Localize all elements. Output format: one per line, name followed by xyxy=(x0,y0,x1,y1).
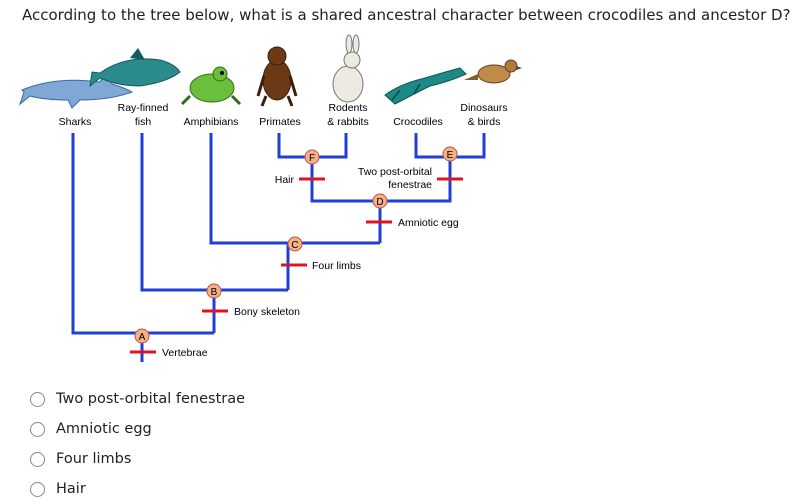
node-e: E xyxy=(442,146,458,162)
crocodile-icon xyxy=(384,67,467,105)
taxon-ray-finned-line1: Ray-finned xyxy=(118,102,169,114)
radio-button[interactable] xyxy=(30,451,45,467)
node-b-label: B xyxy=(211,287,218,298)
taxon-dinosaurs-line1: Dinosaurs xyxy=(460,102,507,114)
node-c: C xyxy=(287,236,303,252)
option-hair[interactable]: Hair xyxy=(30,474,245,504)
radio-button[interactable] xyxy=(30,421,45,437)
taxon-dinosaurs-line2: & birds xyxy=(468,116,501,128)
node-d: D xyxy=(372,193,388,209)
node-a: A xyxy=(134,328,150,344)
option-label: Hair xyxy=(56,481,86,497)
node-d-label: D xyxy=(376,197,383,208)
node-e-label: E xyxy=(447,150,454,161)
node-f: F xyxy=(304,149,320,165)
bird-icon xyxy=(464,59,522,84)
option-amniotic-egg[interactable]: Amniotic egg xyxy=(30,414,245,444)
option-label: Four limbs xyxy=(56,451,132,467)
char-amniotic-egg: Amniotic egg xyxy=(398,217,459,229)
char-four-limbs: Four limbs xyxy=(312,260,361,272)
taxon-rodents-line2: & rabbits xyxy=(327,116,368,128)
option-label: Two post-orbital fenestrae xyxy=(56,391,246,407)
node-f-label: F xyxy=(309,153,315,164)
taxon-crocodiles: Crocodiles xyxy=(393,116,443,128)
taxon-amphibians: Amphibians xyxy=(184,116,239,128)
taxon-primates: Primates xyxy=(259,116,300,128)
radio-button[interactable] xyxy=(30,481,45,497)
node-b: B xyxy=(206,283,222,299)
frog-icon xyxy=(180,66,242,106)
taxon-ray-finned-line2: fish xyxy=(135,116,152,128)
rabbit-icon xyxy=(332,34,364,103)
node-a-label: A xyxy=(139,332,146,343)
char-vertebrae: Vertebrae xyxy=(162,347,208,359)
option-four-limbs[interactable]: Four limbs xyxy=(30,444,245,474)
node-c-label: C xyxy=(291,240,298,251)
question-text: According to the tree below, what is a s… xyxy=(22,6,791,24)
taxon-rodents-line1: Rodents xyxy=(328,102,367,114)
monkey-icon xyxy=(256,46,298,107)
option-postorbital-fenestrae[interactable]: Two post-orbital fenestrae xyxy=(30,384,245,414)
character-marks xyxy=(130,177,463,354)
phylogenetic-tree: Sharks Ray-finned fish Amphibians Primat… xyxy=(18,34,522,362)
fish-icon xyxy=(89,48,181,88)
char-hair: Hair xyxy=(275,174,295,186)
option-label: Amniotic egg xyxy=(56,421,152,437)
taxon-sharks: Sharks xyxy=(59,116,92,128)
char-postorbital-line2: fenestrae xyxy=(388,179,432,191)
char-postorbital-line1: Two post-orbital xyxy=(358,166,432,178)
char-bony-skeleton: Bony skeleton xyxy=(234,306,300,318)
radio-button[interactable] xyxy=(30,391,45,407)
answer-options: Two post-orbital fenestrae Amniotic egg … xyxy=(30,384,245,504)
